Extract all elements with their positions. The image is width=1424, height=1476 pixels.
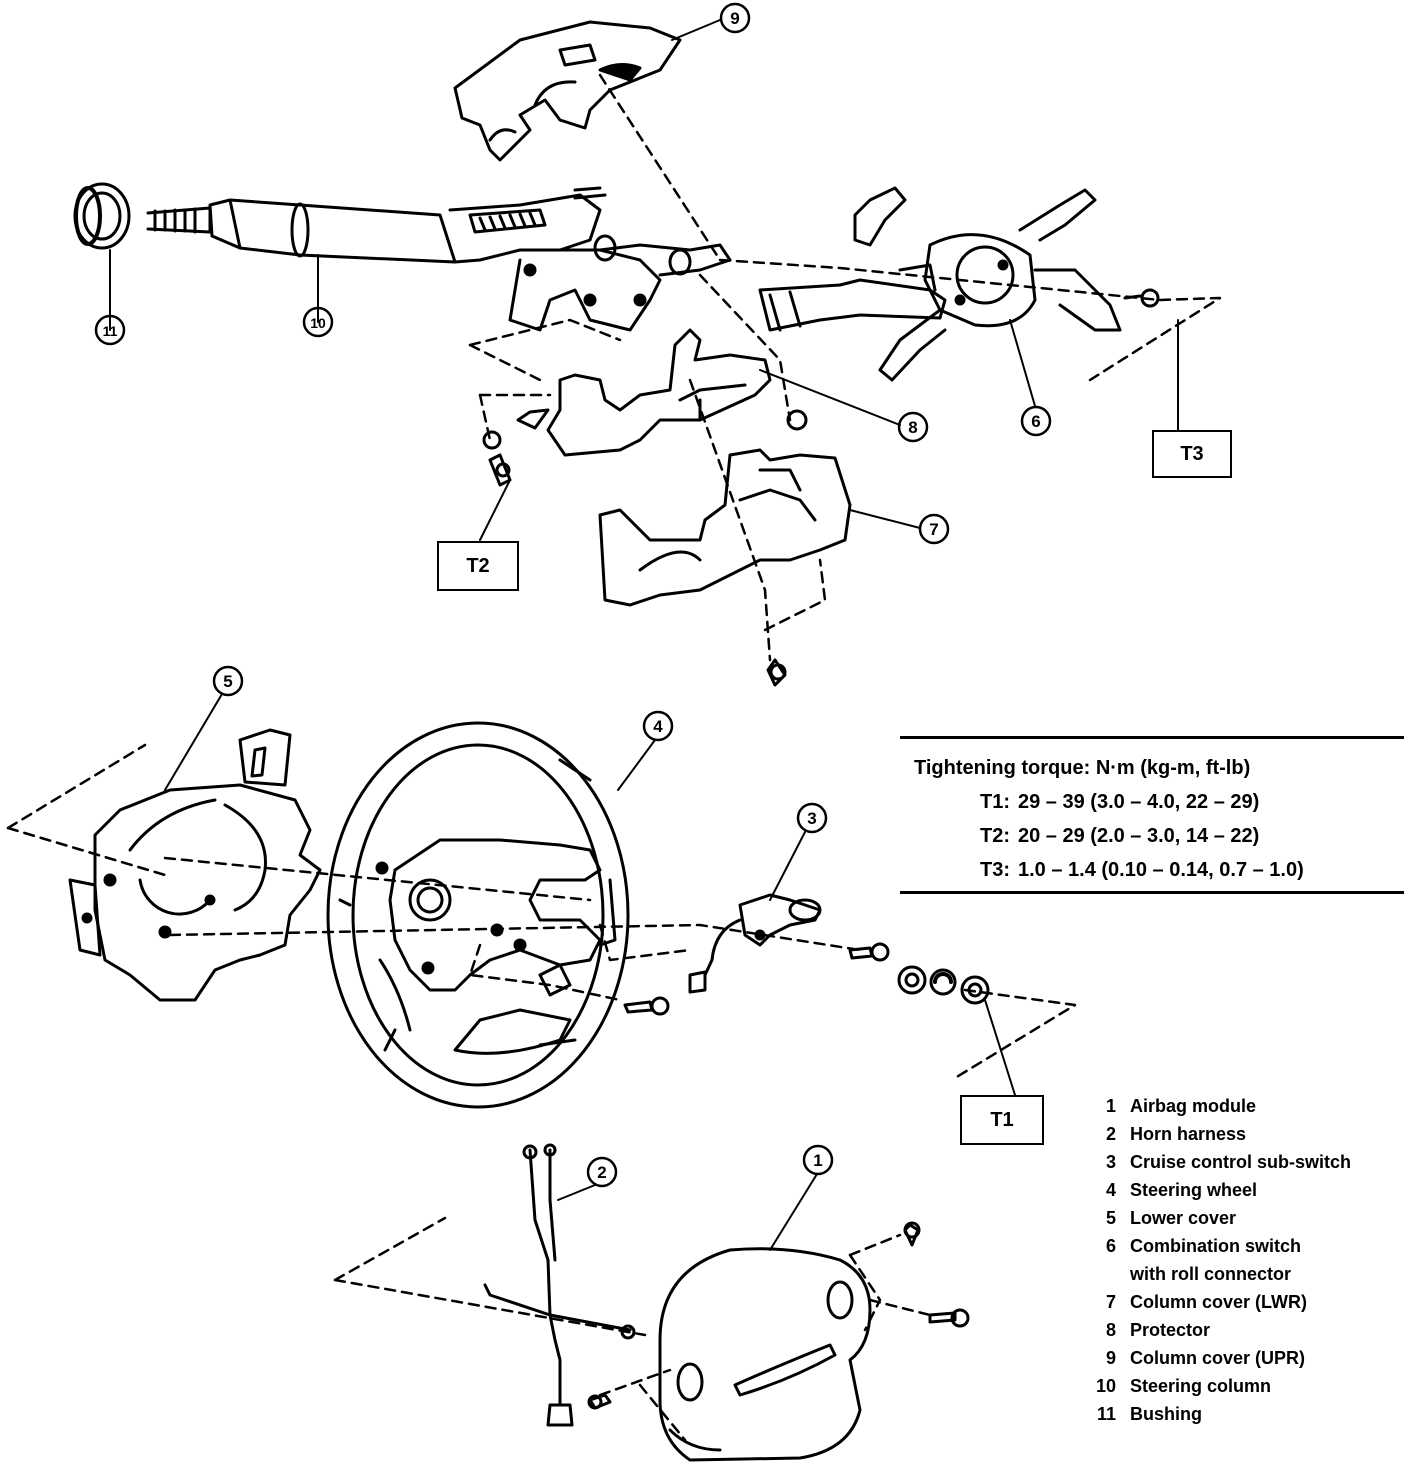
torque-box-t3: T3 [1152,430,1232,478]
legend-number: 6 [1105,1236,1116,1256]
callout-7-number: 7 [929,520,938,539]
callout-8-circle [897,411,929,443]
torque-row-value: 1.0 – 1.4 (0.10 – 0.14, 0.7 – 1.0) [1018,859,1304,881]
legend-number: 5 [1105,1208,1116,1228]
legend-number: 1 [1105,1096,1116,1116]
legend-item: 1 Airbag module [1090,1096,1256,1117]
bushing-part [73,182,131,250]
protector-part [546,328,772,457]
torque-row-value: 20 – 29 (2.0 – 3.0, 14 – 22) [1018,825,1260,847]
legend-text: Lower cover [1130,1208,1237,1228]
legend-text: Horn harness [1130,1124,1247,1144]
torque-row-value: 29 – 39 (3.0 – 4.0, 22 – 29) [1018,791,1260,813]
legend-number: 3 [1105,1152,1116,1172]
callout-5-circle [212,665,244,697]
callout-10-number: 10 [310,315,326,331]
callout-2-number: 2 [597,1163,606,1182]
legend-number: 8 [1105,1320,1116,1340]
torque-row-t3: T3: 1.0 – 1.4 (0.10 – 0.14, 0.7 – 1.0) [960,859,1304,882]
callout-4-number: 4 [653,717,663,736]
legend-item: 9 Column cover (UPR) [1090,1348,1305,1369]
column-cover-lower-part [598,448,852,607]
torque-spec-table: Tightening torque: N·m (kg-m, ft-lb) T1:… [900,736,1404,894]
torque-row-code: T1: [980,791,1010,813]
steering-column-part [146,186,732,332]
legend-item: 4 Steering wheel [1090,1180,1257,1201]
fasteners-upper [482,288,1160,687]
legend-text: Airbag module [1130,1096,1257,1116]
callout-10-circle [302,306,334,338]
legend-text: with roll connector [1130,1264,1292,1284]
legend-item: 11 Bushing [1090,1404,1202,1425]
legend-item: with roll connector [1090,1264,1291,1285]
legend-text: Cruise control sub-switch [1130,1152,1352,1172]
legend-text: Steering wheel [1130,1180,1258,1200]
torque-box-t2-label: T2 [466,554,490,577]
callout-1-number: 1 [813,1151,822,1170]
torque-box-t1-label: T1 [990,1108,1014,1131]
callout-6-circle [1020,405,1052,437]
callout-5-number: 5 [223,672,232,691]
fasteners-lower [587,1221,970,1410]
steering-wheel-part [326,721,630,1109]
torque-box-t2: T2 [437,541,519,591]
legend-item: 10 Steering column [1090,1376,1271,1397]
legend-text: Bushing [1130,1404,1202,1424]
assembly-guide-lines-middle [6,743,1077,1080]
legend-item: 3 Cruise control sub-switch [1090,1152,1351,1173]
legend-item: 7 Column cover (LWR) [1090,1292,1307,1313]
assembly-guide-lines-lower [333,1216,932,1442]
torque-table-header: Tightening torque: N·m (kg-m, ft-lb) [914,757,1251,779]
callout-2-circle [586,1156,618,1188]
callout-6-number: 6 [1031,412,1040,431]
fasteners-middle [623,942,890,1016]
torque-row-t1: T1: 29 – 39 (3.0 – 4.0, 22 – 29) [960,791,1259,814]
callout-numbers: 1 2 3 4 5 6 7 8 9 10 11 [103,9,1041,1182]
legend-item: 6 Combination switch [1090,1236,1301,1257]
callout-7-circle [918,513,950,545]
torque-row-t2: T2: 20 – 29 (2.0 – 3.0, 14 – 22) [960,825,1259,848]
assembly-guide-lines-upper [468,73,1222,662]
legend-number: 7 [1105,1292,1116,1312]
callout-9-number: 9 [730,9,739,28]
column-cover-upper-part [453,20,682,162]
torque-box-t1: T1 [960,1095,1044,1145]
combination-switch-part [758,186,1122,382]
airbag-module-part [658,1247,872,1462]
legend-item: 8 Protector [1090,1320,1210,1341]
torque-row-code: T2: [980,825,1010,847]
callout-11-circle [94,314,126,346]
legend-text: Column cover (UPR) [1130,1348,1306,1368]
cruise-control-sub-switch-part [688,893,822,994]
callout-11-number: 11 [103,323,118,339]
callout-3-circle [796,802,828,834]
legend-number: 10 [1095,1376,1116,1396]
horn-harness-part [483,1143,636,1427]
callout-1-circle [802,1144,834,1176]
legend-number: 11 [1096,1404,1116,1424]
callout-3-number: 3 [807,809,816,828]
callout-8-number: 8 [908,418,917,437]
legend-text: Protector [1130,1320,1211,1340]
legend-item: 5 Lower cover [1090,1208,1236,1229]
callout-circles [94,2,1052,1188]
callout-9-circle [719,2,751,34]
wheel-nut-and-washers [897,965,990,1005]
legend-item: 2 Horn harness [1090,1124,1246,1145]
legend-text: Combination switch [1130,1236,1301,1256]
torque-row-code: T3: [980,859,1010,881]
legend-number: 4 [1105,1180,1116,1200]
torque-box-t3-label: T3 [1180,442,1204,465]
legend-text: Column cover (LWR) [1130,1292,1308,1312]
callout-leader-lines [109,19,1179,1251]
legend-number: 2 [1105,1124,1116,1144]
callout-4-circle [642,710,674,742]
legend-text: Steering column [1130,1376,1272,1396]
legend-number: 9 [1105,1348,1116,1368]
lower-cover-part [68,728,322,1002]
